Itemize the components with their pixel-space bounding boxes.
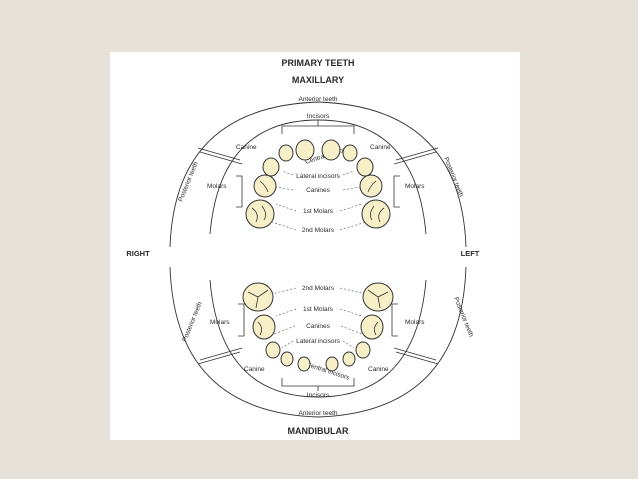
maxillary-incisors-label: Incisors (307, 113, 330, 120)
maxillary-anterior-label: Anterior teeth (298, 96, 337, 103)
maxillary-lateral-incisor-tooth (342, 144, 358, 162)
maxillary-divider-right (395, 147, 439, 161)
maxillary-canine-tooth (262, 157, 280, 177)
mandibular-molars-bracket-left (238, 303, 245, 337)
maxillary-second-molar-leaders (271, 221, 367, 231)
maxillary-divider-right-2 (393, 151, 437, 165)
mandibular-first-molar-tooth (252, 314, 276, 340)
mandibular-posterior-left-label: Posterior teeth (181, 301, 203, 343)
mandibular-canine-tooth (355, 341, 371, 359)
mandibular-second-molar-leaders (271, 287, 367, 295)
mandibular-incisors-label: Incisors (307, 392, 330, 399)
maxillary-label: MAXILLARY (292, 75, 344, 85)
maxillary-canines-label: Canines (306, 187, 331, 194)
mandibular-anterior-label: Anterior teeth (298, 410, 337, 417)
maxillary-lateral-leaders (281, 170, 355, 176)
maxillary-canine-left-label: Canine (236, 144, 257, 151)
maxillary-molars-right-label: Molars (405, 183, 425, 190)
mandibular-central-incisor-tooth (297, 356, 311, 372)
mandibular-divider-left (197, 351, 241, 365)
maxillary-arch: Anterior teeth Incisors Canine Canine Mo… (169, 96, 467, 248)
maxillary-first-molar-leaders (275, 203, 363, 212)
maxillary-outer-arc (169, 101, 467, 248)
mandibular-first-molar-grooves (257, 321, 379, 336)
mandibular-posterior-right-label: Posterior teeth (452, 296, 474, 338)
mandibular-molars-bracket-right (391, 303, 398, 337)
maxillary-lateral-incisors-label: Lateral incisors (296, 173, 340, 180)
mandibular-first-molar-leaders (275, 308, 363, 317)
maxillary-second-molar-tooth (361, 199, 391, 229)
mandibular-canine-tooth (265, 341, 281, 359)
mandibular-canine-right-label: Canine (368, 366, 389, 373)
maxillary-canine-right-label: Canine (370, 144, 391, 151)
diagram-panel: PRIMARY TEETH MAXILLARY Anterior teeth I… (110, 52, 520, 440)
maxillary-second-molars-label: 2nd Molars (302, 227, 335, 234)
maxillary-divider-left (197, 147, 241, 161)
right-side-label: RIGHT (126, 249, 150, 258)
mandibular-central-incisor-tooth (325, 356, 339, 372)
maxillary-lateral-incisor-tooth (278, 144, 294, 162)
mandibular-inner-arc (209, 279, 427, 398)
mandibular-molars-left-label: Molars (210, 319, 230, 326)
mandibular-first-molar-tooth (360, 314, 384, 340)
mandibular-lateral-incisor-tooth (280, 351, 294, 367)
mandibular-arch: Anterior teeth Incisors Canine Canine Mo… (169, 266, 475, 418)
maxillary-central-incisor-tooth (321, 139, 341, 161)
primary-teeth-diagram: PRIMARY TEETH MAXILLARY Anterior teeth I… (126, 58, 480, 436)
maxillary-second-molar-tooth (245, 199, 275, 229)
maxillary-second-molar-grooves (251, 205, 385, 223)
mandibular-outer-arc (169, 266, 467, 418)
mandibular-second-molars-label: 2nd Molars (302, 285, 335, 292)
mandibular-lateral-incisor-tooth (342, 351, 356, 367)
maxillary-central-incisor-tooth (295, 139, 315, 161)
mandibular-first-molars-label: 1st Molars (303, 306, 334, 313)
maxillary-posterior-right-label: Posterior teeth (442, 156, 464, 198)
mandibular-divider-left-2 (199, 347, 243, 361)
mandibular-canines-label: Canines (306, 323, 331, 330)
maxillary-first-molars-label: 1st Molars (303, 208, 334, 215)
mandibular-canine-left-label: Canine (244, 366, 265, 373)
maxillary-canine-tooth (356, 157, 374, 177)
diagram-title: PRIMARY TEETH (281, 58, 354, 68)
mandibular-divider-right-2 (393, 347, 437, 361)
maxillary-first-molar-grooves (259, 180, 377, 193)
mandibular-label: MANDIBULAR (288, 426, 349, 436)
maxillary-incisors-bracket (281, 125, 355, 134)
maxillary-molars-bracket-right (393, 175, 400, 208)
maxillary-molars-left-label: Molars (207, 183, 227, 190)
mandibular-lateral-incisors-label: Lateral incisors (296, 338, 340, 345)
maxillary-molars-bracket-left (236, 175, 243, 208)
maxillary-divider-left-2 (199, 151, 243, 165)
mandibular-second-molar-grooves (247, 289, 389, 309)
left-side-label: LEFT (461, 249, 480, 258)
mandibular-molars-right-label: Molars (405, 319, 425, 326)
mandibular-divider-right (395, 351, 439, 365)
maxillary-posterior-left-label: Posterior teeth (177, 161, 199, 203)
